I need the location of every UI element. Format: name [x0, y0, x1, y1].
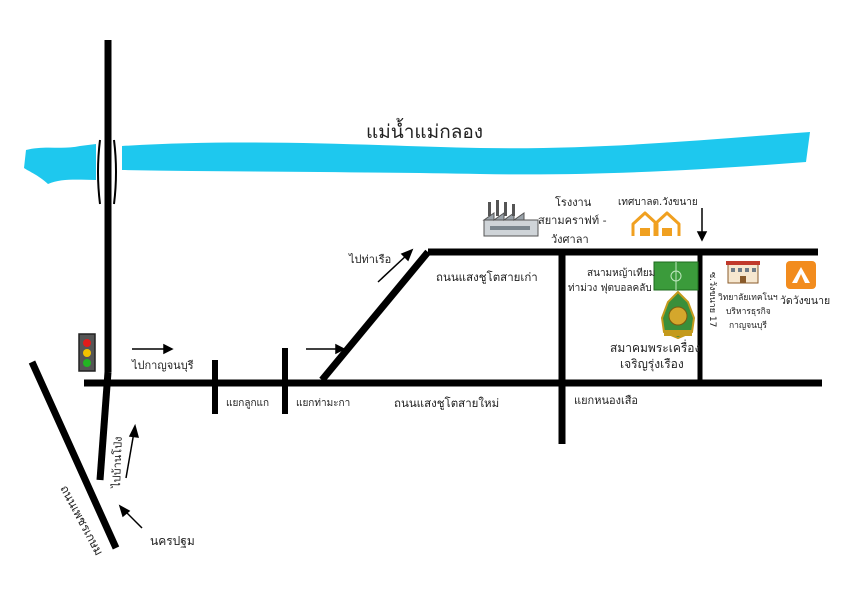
bridge-symbol [97, 139, 101, 205]
old-road-label: ถนนแสงชูโตสายเก่า [436, 270, 538, 284]
to-tha-ruea-label: ไปท่าเรือ [348, 253, 391, 266]
municipality-label: เทศบาลต.วังขนาย [618, 197, 698, 208]
association-label: เจริญรุ่งเรือง [620, 357, 684, 372]
college-label: กาญจนบุรี [729, 320, 767, 331]
nakhon-pathom-label: นครปฐม [150, 534, 195, 548]
road-network [28, 40, 822, 550]
factory-label: สยามคราฟท์ - [538, 214, 607, 227]
road-curve-to-junction [96, 371, 112, 481]
football-field-icon [653, 261, 699, 291]
new-road-label: ถนนแสงชูโตสายใหม่ [394, 396, 499, 410]
luk-kae-label: แยกลูกแก [226, 398, 269, 409]
temple-label: วัดวังขนาย [780, 295, 830, 307]
arrow-head [118, 504, 131, 518]
college-icon [726, 261, 760, 284]
traffic-light-icon [78, 333, 96, 372]
college-label: บริหารธุรกิจ [726, 307, 771, 317]
factory-label: โรงงาน [555, 195, 592, 209]
tha-makha-label: แยกท่ามะกา [296, 398, 350, 409]
nong-suea-label: แยกหนองเสือ [574, 394, 638, 407]
river-label: แม่น้ำแม่กลอง [366, 118, 483, 143]
phetkasem-label: ถนนเพชรเกษม [57, 483, 106, 558]
arrow-to-tha-ruea [377, 253, 409, 283]
arrow-head [400, 248, 414, 262]
soi-label: ซ.วังขนาย 17 [707, 272, 717, 327]
to-kanchanaburi-label: ไปกาญจนบุรี [131, 359, 194, 372]
field-label: ท่าม่วง ฟุตบอลคลับ [568, 283, 652, 294]
direction-arrows [118, 208, 708, 529]
road-diagonal [319, 249, 431, 383]
arrow-head [128, 423, 140, 438]
bridge-symbol [113, 139, 117, 205]
arrow-head [696, 231, 708, 242]
river [24, 144, 96, 184]
river [122, 132, 810, 175]
to-ban-pong-label: ไปบ้านโป่ง [109, 436, 125, 489]
road-phetkasem [28, 360, 120, 550]
arrow-head [335, 343, 346, 355]
temple-icon [786, 261, 816, 289]
association-label: สมาคมพระเครื่อง [610, 339, 700, 355]
arrow-head [163, 343, 174, 355]
field-label: สนามหญ้าเทียม [587, 267, 655, 279]
factory-icon [482, 200, 539, 237]
municipality-icon [631, 211, 681, 236]
arrow-to-ban-pong [125, 431, 135, 479]
factory-label: วังศาลา [551, 233, 589, 246]
amulet-association-emblem-icon [660, 290, 696, 340]
college-label: วิทยาลัยเทคโนฯ [718, 292, 778, 303]
